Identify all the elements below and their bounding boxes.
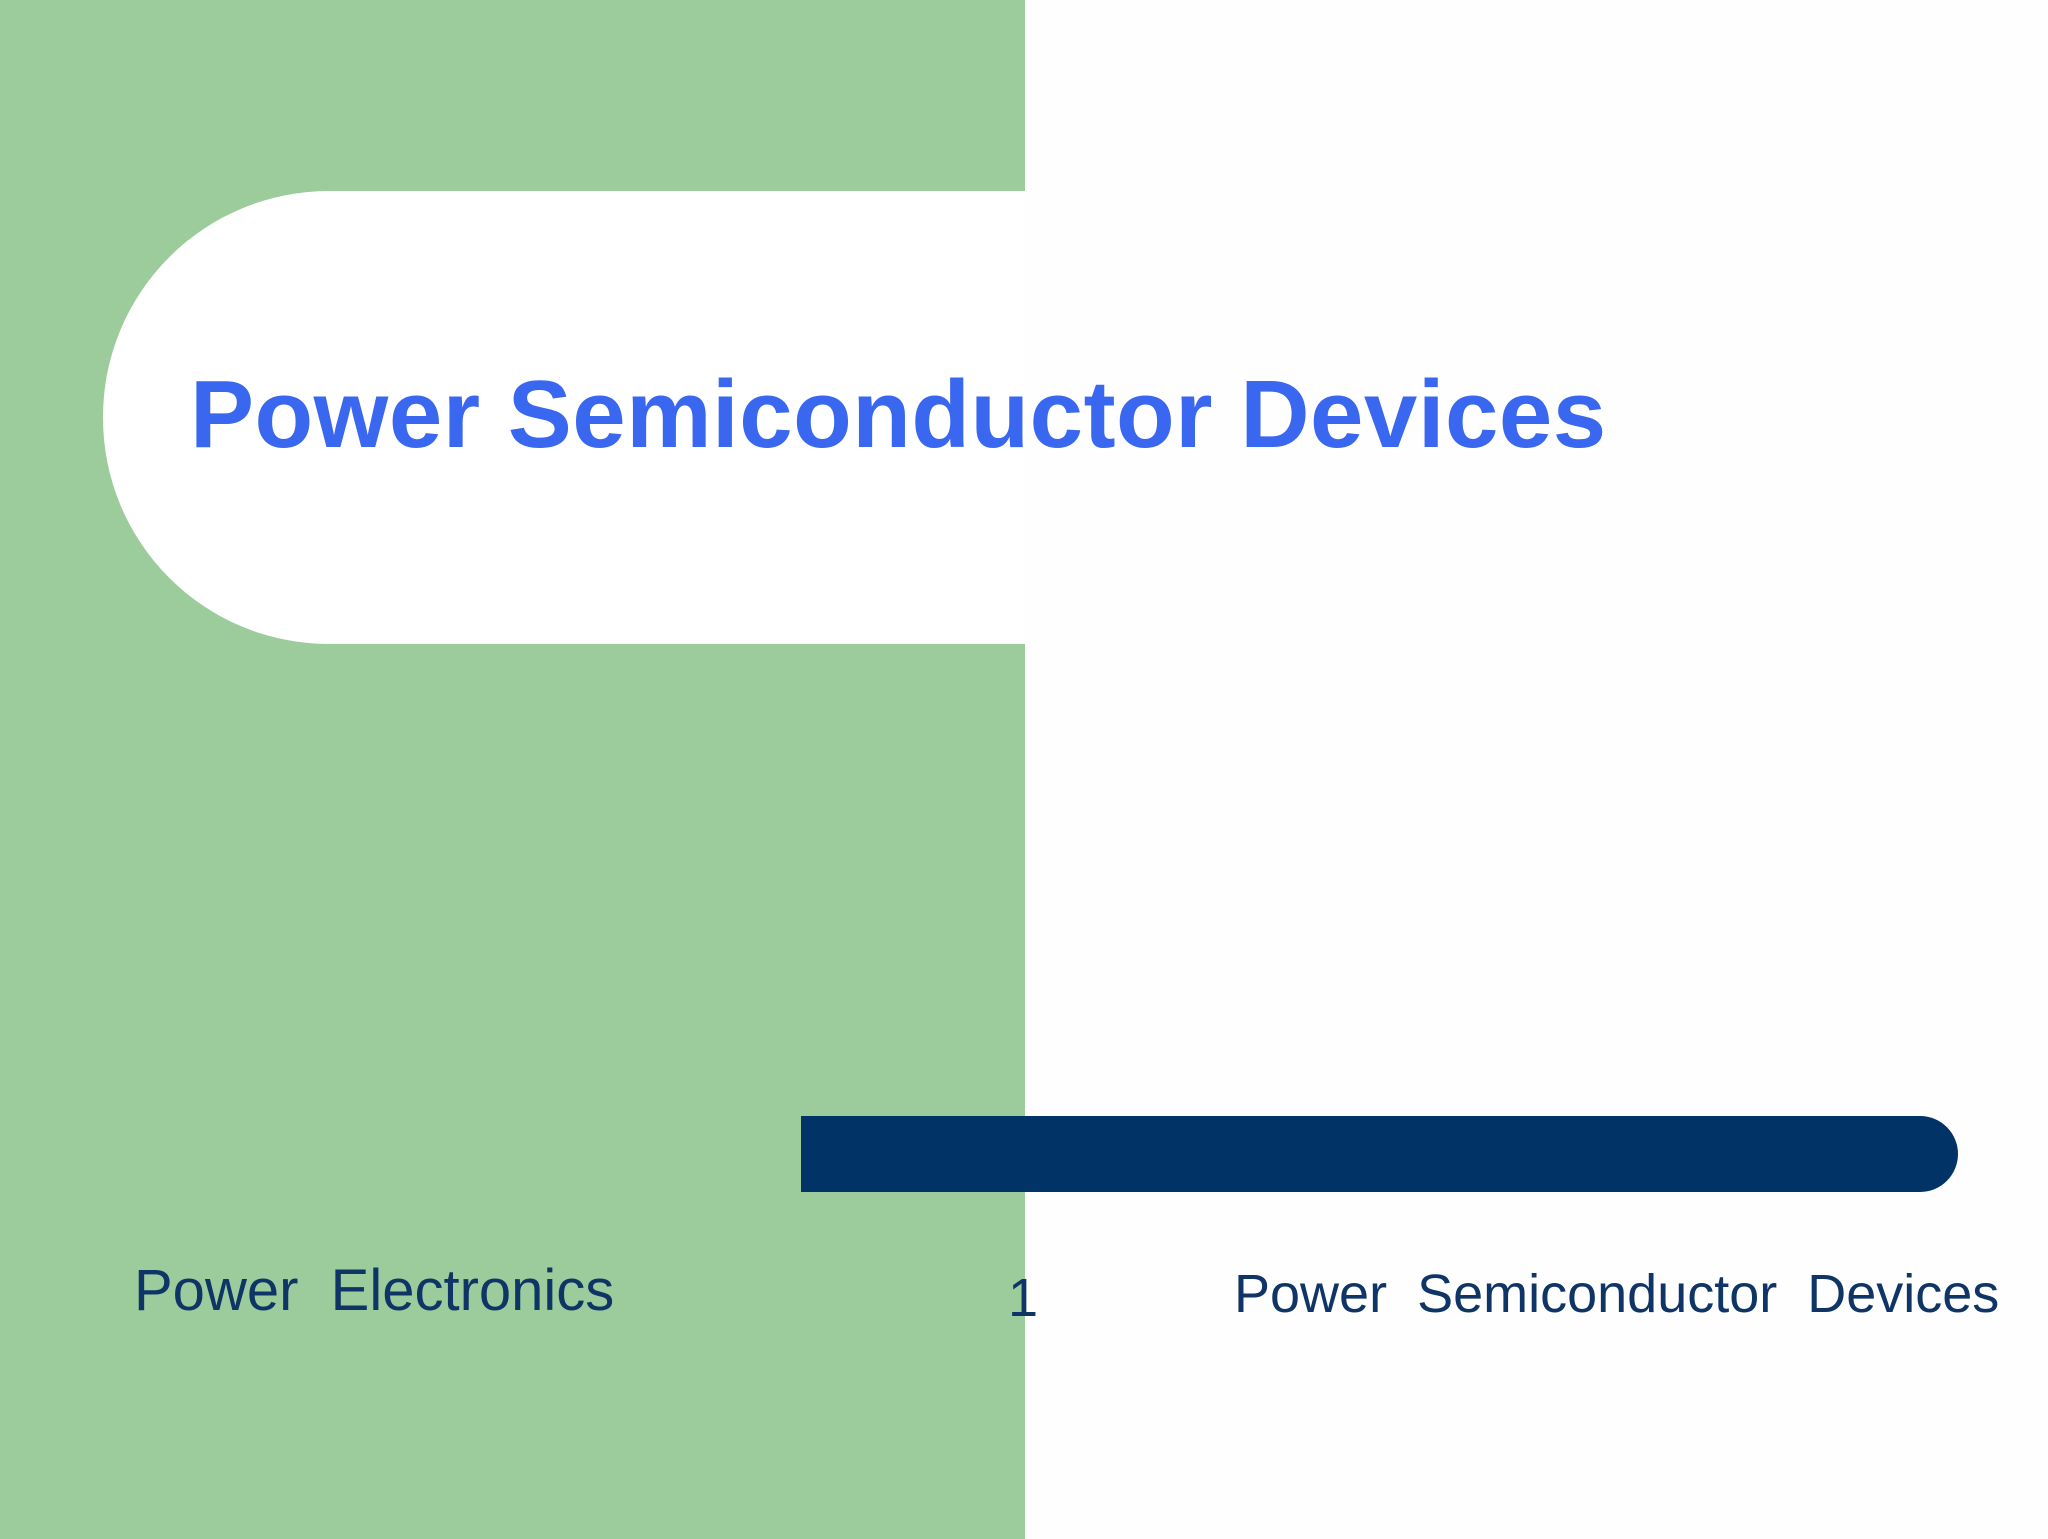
slide-number: 1 (1008, 1268, 1039, 1328)
accent-bar (801, 1116, 1958, 1192)
slide-title: Power Semiconductor Devices (190, 361, 1607, 468)
footer-course-name: Power Electronics (134, 1258, 615, 1323)
footer-topic: Power Semiconductor Devices (1234, 1264, 2000, 1324)
title-pill-shape (103, 191, 1025, 644)
